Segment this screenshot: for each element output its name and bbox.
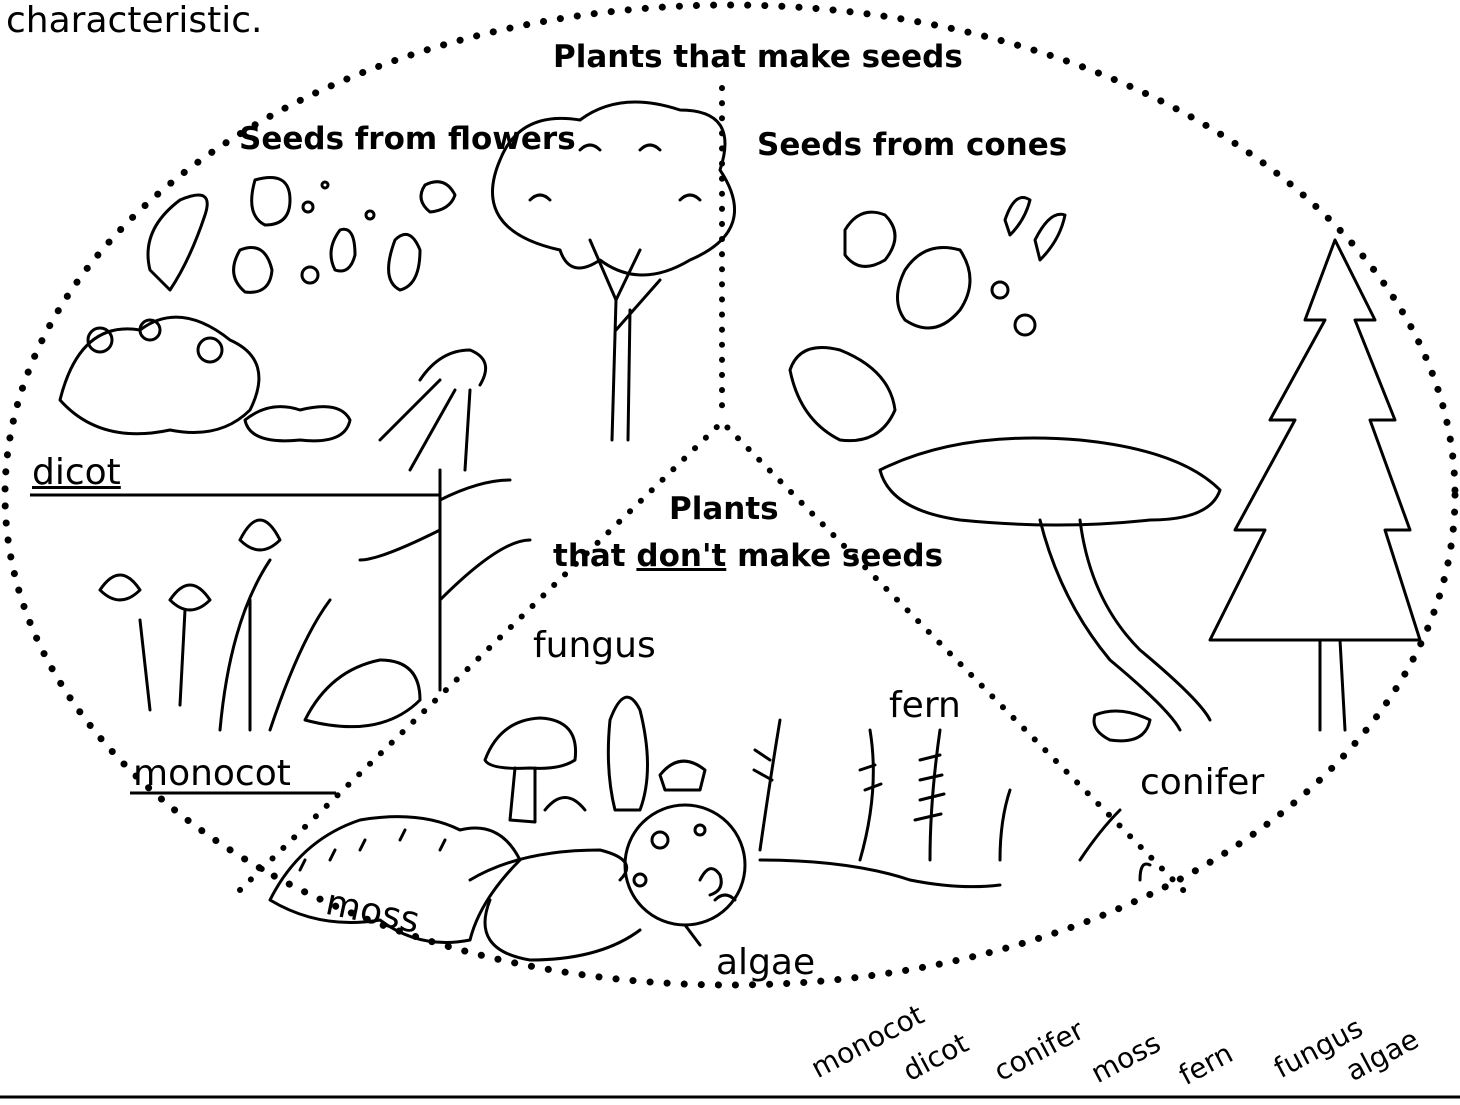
nonseed-heading-line1: Plants	[669, 494, 779, 525]
cones-heading: Seeds from cones	[757, 130, 1067, 161]
algae-magnifier-illustration	[625, 805, 745, 945]
flowers-heading: Seeds from flowers	[239, 124, 576, 155]
nonseed-heading-suffix: make seeds	[726, 538, 943, 574]
dicot-label: dicot	[32, 455, 121, 491]
fern-label: fern	[889, 688, 961, 724]
nonseed-heading-line2: that don't make seeds	[553, 541, 943, 572]
seed-plants-heading: Plants that make seeds	[553, 42, 963, 73]
fern-illustration	[754, 720, 1150, 880]
conifer-label: conifer	[1140, 765, 1264, 801]
cones-illustration	[790, 198, 1065, 441]
intro-text: characteristic.	[6, 3, 263, 39]
nonseed-heading-prefix: that	[553, 538, 636, 574]
monocot-plants-illustration	[100, 470, 530, 730]
monocot-label: monocot	[133, 756, 291, 792]
fungus-illustration	[485, 697, 705, 822]
dicot-plants-illustration	[60, 317, 486, 470]
nonseed-heading-emphasis: don't	[636, 538, 726, 574]
flower-seeds-illustration	[148, 178, 455, 293]
fungus-label: fungus	[533, 628, 656, 664]
algae-label: algae	[716, 945, 815, 981]
